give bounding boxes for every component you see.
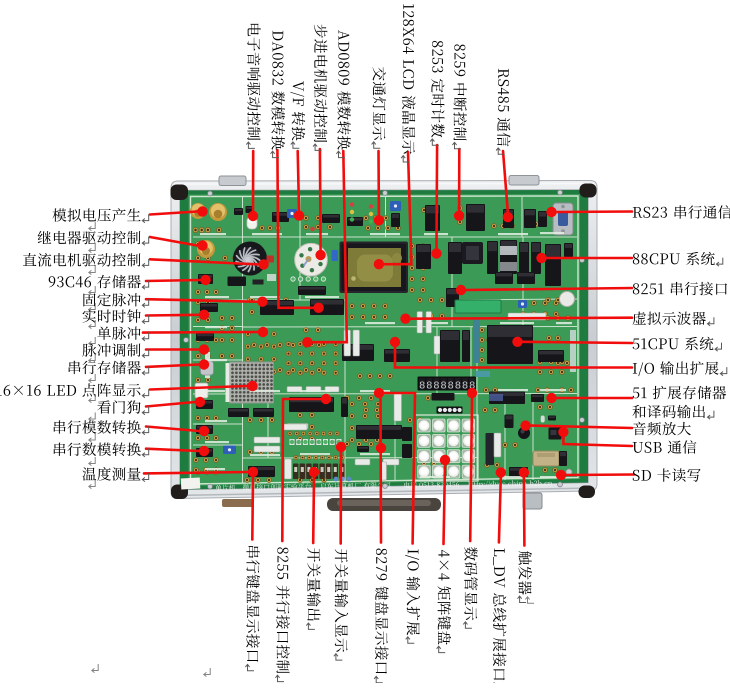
svg-text:8: 8	[441, 380, 447, 392]
svg-text:8: 8	[419, 380, 425, 392]
svg-text:8: 8	[462, 380, 468, 392]
svg-text:8: 8	[434, 380, 440, 392]
svg-text:8: 8	[426, 380, 432, 392]
svg-text:8: 8	[455, 380, 461, 392]
svg-text:8: 8	[448, 380, 454, 392]
svg-text:8: 8	[469, 380, 475, 392]
